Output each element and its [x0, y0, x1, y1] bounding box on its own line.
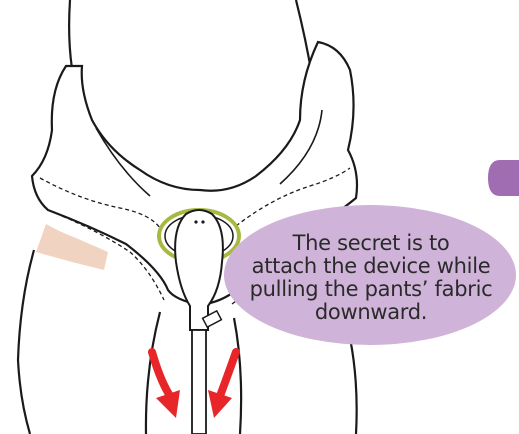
callout-text: The secret is to attach the device while…	[226, 232, 516, 324]
callout-line: pulling the pants’ fabric	[226, 278, 516, 301]
callout-line: downward.	[226, 301, 516, 324]
side-tab	[488, 160, 519, 196]
device-hole	[194, 220, 197, 223]
down-arrow-icon	[152, 352, 180, 418]
callout-line: attach the device while	[226, 255, 516, 278]
down-arrow-icon	[208, 352, 236, 418]
device-hole	[201, 220, 204, 223]
left-leg-outline	[18, 250, 34, 434]
inner-leg-right	[234, 318, 241, 434]
device-tube	[192, 330, 206, 434]
callout-line: The secret is to	[226, 232, 516, 255]
